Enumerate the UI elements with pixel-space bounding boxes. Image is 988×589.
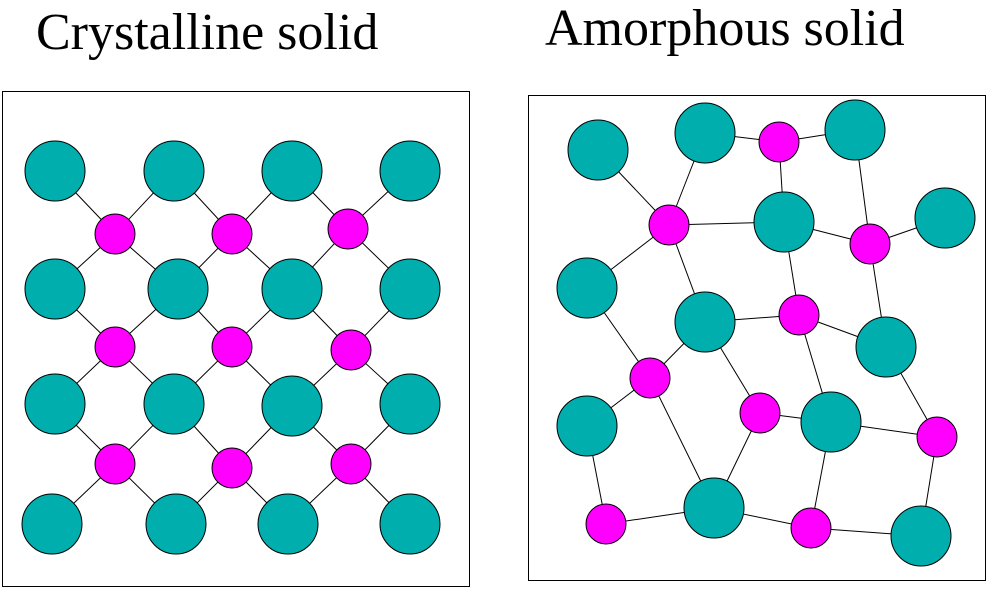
amorphous-large-atom <box>556 257 618 319</box>
crystalline-large-atom <box>261 140 323 202</box>
crystalline-large-atom <box>379 258 441 320</box>
atoms-layer <box>21 99 976 567</box>
amorphous-large-atom <box>567 119 629 181</box>
crystalline-small-atom <box>94 213 136 255</box>
crystalline-large-atom <box>24 140 86 202</box>
amorphous-large-atom <box>824 99 886 161</box>
crystalline-large-atom <box>147 258 209 320</box>
crystalline-large-atom <box>379 493 441 555</box>
amorphous-large-atom <box>855 316 917 378</box>
crystalline-large-atom <box>261 375 323 437</box>
amorphous-large-atom <box>914 187 976 249</box>
crystalline-small-atom <box>211 447 253 489</box>
crystalline-large-atom <box>379 373 441 435</box>
crystalline-large-atom <box>24 373 86 435</box>
crystalline-large-atom <box>21 493 83 555</box>
crystalline-small-atom <box>94 326 136 368</box>
crystalline-large-atom <box>257 493 319 555</box>
amorphous-small-atom <box>790 507 832 549</box>
crystalline-small-atom <box>330 329 372 371</box>
amorphous-large-atom <box>683 477 745 539</box>
amorphous-small-atom <box>849 223 891 265</box>
amorphous-small-atom <box>585 503 627 545</box>
crystalline-large-atom <box>261 258 323 320</box>
amorphous-small-atom <box>916 416 958 458</box>
amorphous-large-atom <box>674 291 736 353</box>
crystalline-large-atom <box>145 493 207 555</box>
amorphous-small-atom <box>778 294 820 336</box>
amorphous-large-atom <box>556 395 618 457</box>
crystalline-large-atom <box>143 140 205 202</box>
amorphous-small-atom <box>629 357 671 399</box>
crystalline-large-atom <box>143 373 205 435</box>
crystalline-large-atom <box>379 140 441 202</box>
crystalline-small-atom <box>327 208 369 250</box>
amorphous-small-atom <box>758 121 800 163</box>
amorphous-small-atom <box>739 392 781 434</box>
amorphous-small-atom <box>648 204 690 246</box>
amorphous-large-atom <box>674 102 736 164</box>
amorphous-large-atom <box>800 391 862 453</box>
crystalline-solid-title: Crystalline solid <box>36 4 379 61</box>
crystalline-small-atom <box>330 443 372 485</box>
crystalline-small-atom <box>94 443 136 485</box>
amorphous-large-atom <box>890 505 952 567</box>
crystalline-small-atom <box>211 326 253 368</box>
crystalline-small-atom <box>211 213 253 255</box>
amorphous-solid-title: Amorphous solid <box>545 0 905 57</box>
crystalline-large-atom <box>24 258 86 320</box>
amorphous-large-atom <box>753 191 815 253</box>
